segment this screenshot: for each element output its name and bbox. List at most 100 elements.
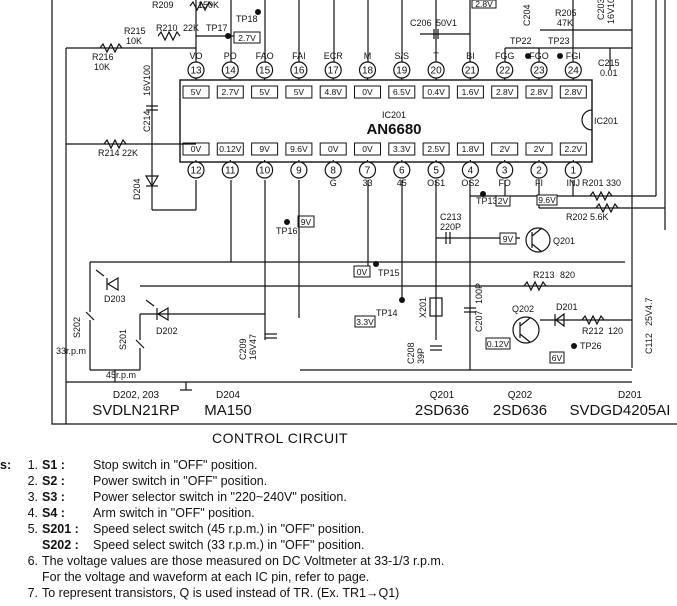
tp26-label: TP26: [580, 341, 602, 351]
ic-pin-2: [530, 161, 548, 179]
note-desc: Power switch in "OFF" position.: [93, 474, 268, 488]
d204-label: D204: [132, 178, 142, 200]
tp22-label: TP22: [510, 36, 532, 46]
r214-label: R214: [98, 148, 120, 158]
tp14-voltage: 3.3V: [356, 317, 374, 327]
ic-pin-name: PO: [224, 51, 237, 61]
note-key: S4 :: [42, 506, 65, 520]
r213-label: R213: [533, 270, 555, 280]
ic-pin-voltage: 6.5V: [393, 87, 411, 97]
part-q201: 2SD636: [415, 402, 469, 419]
c213-value: 220P: [440, 222, 461, 232]
s202-label: S202: [72, 317, 82, 338]
ic-pin-3: [496, 161, 514, 179]
q201-label: Q201: [553, 236, 575, 246]
ic-pin-number: 16: [293, 66, 305, 77]
ic-pin-14: [221, 61, 239, 79]
r202-label: R202: [566, 212, 588, 222]
ic-pin-number: 21: [465, 66, 477, 77]
ic-pin-number: 3: [502, 166, 508, 177]
q202-voltage: 0.12V: [487, 339, 510, 349]
r210-label: R210: [156, 23, 178, 33]
note-item: 6. The voltage values are those measured…: [0, 554, 677, 570]
note-desc: Speed select switch (33 r.p.m.) in "OFF"…: [93, 538, 365, 552]
r205-label: R205: [555, 8, 577, 18]
ic-pin-number: 17: [328, 66, 340, 77]
ic-body: [179, 79, 593, 163]
note-item: For the voltage and waveform at each IC …: [0, 570, 677, 586]
note-number: 6.: [27, 554, 38, 568]
ic-pin-7: [358, 161, 377, 179]
part-d204: MA150: [204, 402, 252, 419]
c112-value: 25V4.7: [644, 297, 654, 326]
ic-pin-6: [393, 161, 411, 179]
ic-pin-number: 22: [499, 66, 511, 77]
tp16-voltage: 9V: [301, 217, 312, 227]
ic-pin-voltage: 0V: [191, 144, 202, 154]
ic-pin-10: [256, 161, 274, 179]
note-item: 7. To represent transistors, Q is used i…: [0, 586, 677, 602]
tp23-label: TP23: [548, 36, 570, 46]
ic-pin-voltage: 5V: [259, 87, 270, 97]
part-ref-d201: D201: [618, 390, 642, 401]
note-desc: The voltage values are those measured on…: [42, 554, 445, 568]
ic-pin-number: 1: [571, 166, 577, 177]
x201-label: X201: [418, 297, 428, 318]
d203-label: D203: [104, 294, 126, 304]
control-circuit-schematic: IC201 AN6680 IC201 13VO5V14PO2.7V15FAO5V…: [51, 0, 677, 425]
note-item: 2. S2 : Power switch in "OFF" position.: [0, 474, 677, 490]
rpm33-label: 33r.p.m: [56, 346, 86, 356]
r215-value: 10K: [126, 36, 142, 46]
ic-pin-number: 20: [431, 66, 443, 77]
c112-label: C112: [644, 333, 654, 354]
ic-pin-voltage: 2.8V: [530, 87, 548, 97]
ic-pin-voltage: 2.2V: [565, 144, 583, 154]
note-desc: Stop switch in "OFF" position.: [93, 458, 258, 472]
part-ref-d202-203: D202, 203: [113, 390, 160, 401]
part-d202-203: SVDLN21RP: [92, 402, 180, 419]
r202-value: 5.6K: [590, 212, 609, 222]
ic-pin-number: 7: [365, 166, 371, 177]
ic-ref: IC201: [382, 110, 406, 120]
ic-pin-17: [324, 61, 342, 79]
ic-pin-number: 9: [296, 166, 302, 177]
ic-pin-voltage: 9.6V: [290, 144, 308, 154]
ic-pin-voltage: 0.12V: [219, 144, 242, 154]
tp13-label: TP13: [476, 196, 498, 206]
ic-pin-voltage: 4.8V: [324, 87, 342, 97]
c209-value: 16V47: [248, 334, 258, 360]
r214-value: 22K: [122, 148, 138, 158]
r209-value: 150K: [198, 0, 219, 10]
note-number: 3.: [27, 490, 38, 504]
ic-pin-number: 24: [568, 66, 580, 77]
ic-pin-number: 23: [533, 66, 545, 77]
notes-prefix: s:: [0, 458, 12, 472]
tp26-voltage: 6V: [552, 353, 563, 363]
ic-pin-4: [461, 161, 479, 179]
r201-value: 330: [606, 178, 621, 188]
ic-pin-number: 5: [433, 166, 439, 177]
note-key: S202 :: [42, 538, 79, 552]
note-item: 3. S3 : Power selector switch in "220~24…: [0, 490, 677, 506]
note-key: S201 :: [42, 522, 79, 536]
c209-label: C209: [238, 338, 248, 360]
part-ref-q201: Q201: [430, 390, 455, 401]
note-number: 2.: [27, 474, 38, 488]
ic-side-ref: IC201: [594, 116, 618, 126]
note-desc: Power selector switch in "220~240V" posi…: [93, 490, 347, 504]
note-desc: Speed select switch (45 r.p.m.) in "OFF"…: [93, 522, 365, 536]
rpm45-label: 45r.p.m: [106, 370, 136, 380]
note-desc: Arm switch in "OFF" position.: [93, 506, 255, 520]
ic-pin-voltage: 5V: [294, 87, 305, 97]
ic-pin-voltage: 3.3V: [393, 144, 411, 154]
tp14-label: TP14: [376, 308, 398, 318]
ic-pin-number: 15: [259, 66, 271, 77]
r210-value: 22K: [183, 23, 199, 33]
note-item: s: 1. S1 : Stop switch in "OFF" position…: [0, 458, 677, 474]
ic-pin-number: 14: [225, 66, 237, 77]
ic-pin-number: 12: [190, 166, 202, 177]
diagram-caption: CONTROL CIRCUIT: [211, 430, 349, 446]
note-key: S1 :: [42, 458, 65, 472]
ic-pin-voltage: 1.8V: [462, 144, 480, 154]
q202-label: Q202: [512, 304, 534, 314]
